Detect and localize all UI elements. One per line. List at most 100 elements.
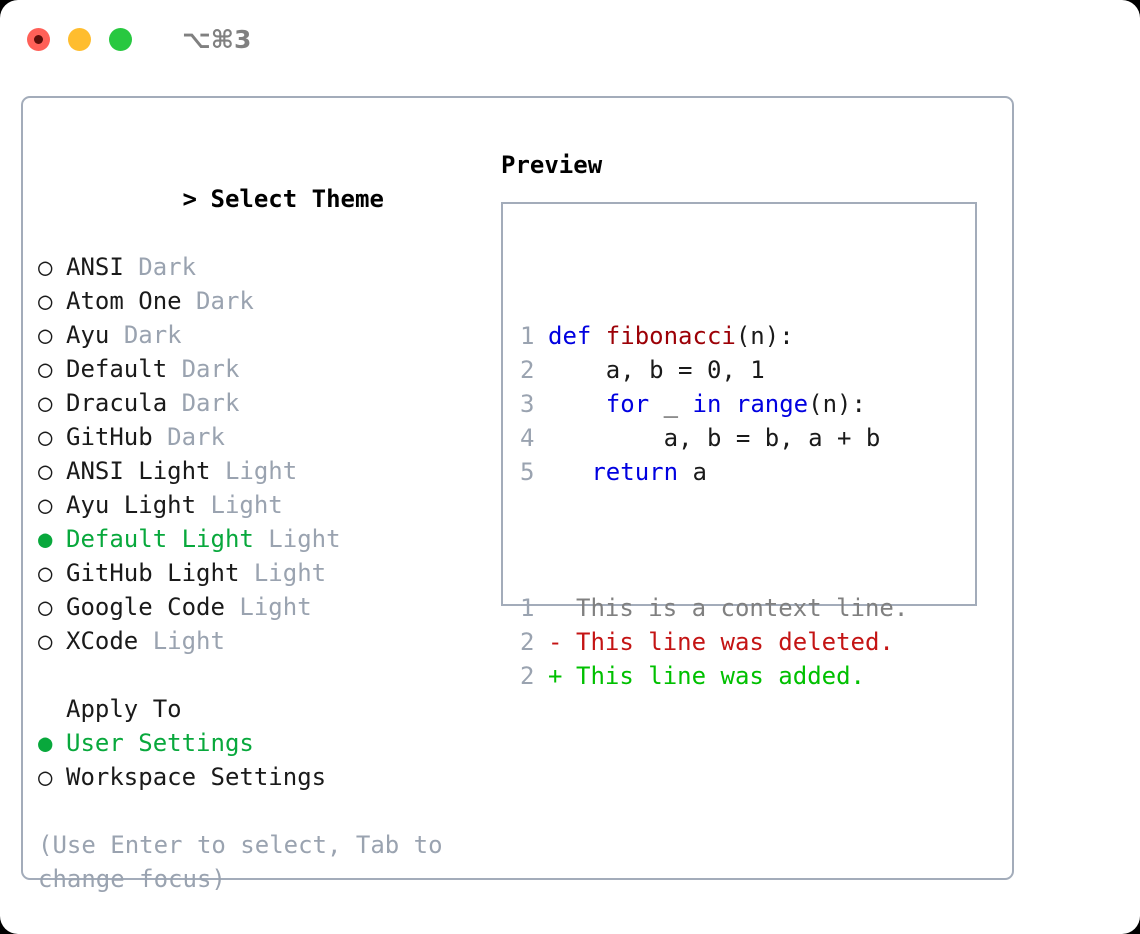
theme-name-label: Default	[66, 355, 168, 383]
code-line: 3 for _ in range(n):	[520, 387, 908, 421]
theme-name-label: Dracula	[66, 389, 168, 417]
keyboard-hint: (Use Enter to select, Tab to change focu…	[38, 831, 443, 893]
theme-selection-column: >Select Theme ○ANSI Dark○Atom One Dark○A…	[38, 148, 488, 896]
line-number: 1	[520, 322, 535, 350]
window-controls	[27, 27, 132, 51]
code-token	[548, 390, 606, 418]
preview-heading: Preview	[501, 151, 603, 179]
code-token: for	[605, 390, 650, 418]
theme-list-item[interactable]: ○ Ayu Dark	[38, 318, 488, 352]
theme-mode-badge: Light	[210, 491, 283, 519]
diff-text: This line was deleted.	[576, 628, 894, 656]
apply-to-label: Apply To	[66, 695, 182, 723]
theme-list-item[interactable]: ○Atom One Dark	[38, 284, 488, 318]
theme-name-label: ANSI Light	[66, 457, 211, 485]
code-token: fibonacci	[605, 322, 736, 350]
prompt-caret-icon: >	[182, 185, 197, 213]
diff-marker	[548, 591, 576, 625]
diff-line: 2-This line was deleted.	[520, 625, 908, 659]
code-token: (n):	[735, 322, 794, 350]
minimize-button[interactable]	[68, 27, 91, 51]
theme-list-item[interactable]: ○ Google Code Light	[38, 590, 488, 624]
radio-unselected-icon: ○	[38, 627, 53, 655]
radio-unselected-icon: ○	[38, 457, 53, 485]
line-number: 5	[520, 458, 535, 486]
code-token: range	[735, 390, 809, 418]
code-token: a	[678, 458, 707, 486]
code-token	[548, 458, 591, 486]
radio-unselected-icon: ○	[38, 763, 53, 791]
apply-to-option-label: User Settings	[66, 729, 254, 757]
theme-mode-badge: Dark	[167, 423, 225, 451]
code-token: a, b = 0, 1	[548, 356, 765, 384]
theme-list-item[interactable]: ○ANSI Dark	[38, 250, 488, 284]
theme-mode-badge: Dark	[181, 355, 240, 383]
code-line: 2 a, b = 0, 1	[520, 353, 908, 387]
radio-unselected-icon: ○	[38, 355, 53, 383]
code-token: return	[591, 458, 679, 486]
select-theme-heading-label: Select Theme	[210, 185, 384, 213]
code-token: def	[548, 322, 606, 350]
line-number: 3	[520, 390, 535, 418]
theme-list-item[interactable]: ○ Dracula Dark	[38, 386, 488, 420]
line-number: 4	[520, 424, 535, 452]
theme-name-label: GitHub Light	[66, 559, 240, 587]
diff-marker: +	[548, 662, 563, 690]
theme-list: ○ANSI Dark○Atom One Dark○Ayu Dark○Defaul…	[38, 250, 488, 658]
apply-to-list: ●User Settings ○ Workspace Settings	[38, 726, 488, 794]
diff-line: 1 This is a context line.	[520, 591, 908, 625]
code-token: _	[649, 390, 693, 418]
code-token: (n):	[808, 390, 866, 418]
theme-list-item[interactable]: ○ Default Dark	[38, 352, 488, 386]
theme-mode-badge: Dark	[196, 287, 254, 315]
diff-text: This is a context line.	[576, 594, 909, 622]
theme-name-label: ANSI	[66, 253, 124, 281]
theme-mode-badge: Light	[239, 593, 312, 621]
radio-selected-icon: ●	[38, 525, 53, 553]
theme-list-item[interactable]: ● Default Light Light	[38, 522, 488, 556]
theme-list-item[interactable]: ○GitHub Dark	[38, 420, 488, 454]
diff-line-number: 1	[520, 594, 535, 622]
list-spacer	[38, 658, 488, 692]
theme-mode-badge: Dark	[123, 321, 182, 349]
theme-list-item[interactable]: ○ XCode Light	[38, 624, 488, 658]
theme-name-label: Google Code	[66, 593, 225, 621]
radio-unselected-icon: ○	[38, 593, 53, 621]
line-number: 2	[520, 356, 535, 384]
radio-unselected-icon: ○	[38, 321, 53, 349]
close-button[interactable]	[27, 27, 50, 51]
theme-name-label: Ayu Light	[66, 491, 197, 519]
select-theme-heading: > Select Theme	[38, 148, 488, 250]
theme-mode-badge: Light	[152, 627, 225, 655]
radio-unselected-icon: ○	[38, 253, 53, 281]
diff-line-number: 2	[520, 628, 535, 656]
apply-to-option-label: Workspace Settings	[66, 763, 327, 791]
theme-name-label: Default Light	[66, 525, 254, 553]
theme-list-item[interactable]: ○ Ayu Light Light	[38, 488, 488, 522]
theme-name-label: Ayu	[66, 321, 110, 349]
theme-picker-panel: >Select Theme ○ANSI Dark○Atom One Dark○A…	[21, 96, 1014, 893]
zoom-button[interactable]	[109, 27, 132, 51]
radio-unselected-icon: ○	[38, 491, 53, 519]
code-line: 4 a, b = b, a + b	[520, 421, 908, 455]
code-token	[721, 390, 735, 418]
apply-to-option[interactable]: ○ Workspace Settings	[38, 760, 488, 794]
theme-list-item[interactable]: ○GitHub Light Light	[38, 556, 488, 590]
radio-unselected-icon: ○	[38, 389, 53, 417]
theme-mode-badge: Light	[268, 525, 341, 553]
theme-name-label: XCode	[66, 627, 139, 655]
code-token: a, b = b, a + b	[548, 424, 881, 452]
radio-unselected-icon: ○	[38, 559, 53, 587]
code-token: in	[692, 390, 722, 418]
diff-line: 2+This line was added.	[520, 659, 908, 693]
diff-marker: -	[548, 628, 563, 656]
code-line: 5 return a	[520, 455, 908, 489]
apply-to-option[interactable]: ●User Settings	[38, 726, 488, 760]
theme-name-label: Atom One	[66, 287, 182, 315]
theme-mode-badge: Dark	[181, 389, 240, 417]
theme-list-item[interactable]: ○ANSI Light Light	[38, 454, 488, 488]
